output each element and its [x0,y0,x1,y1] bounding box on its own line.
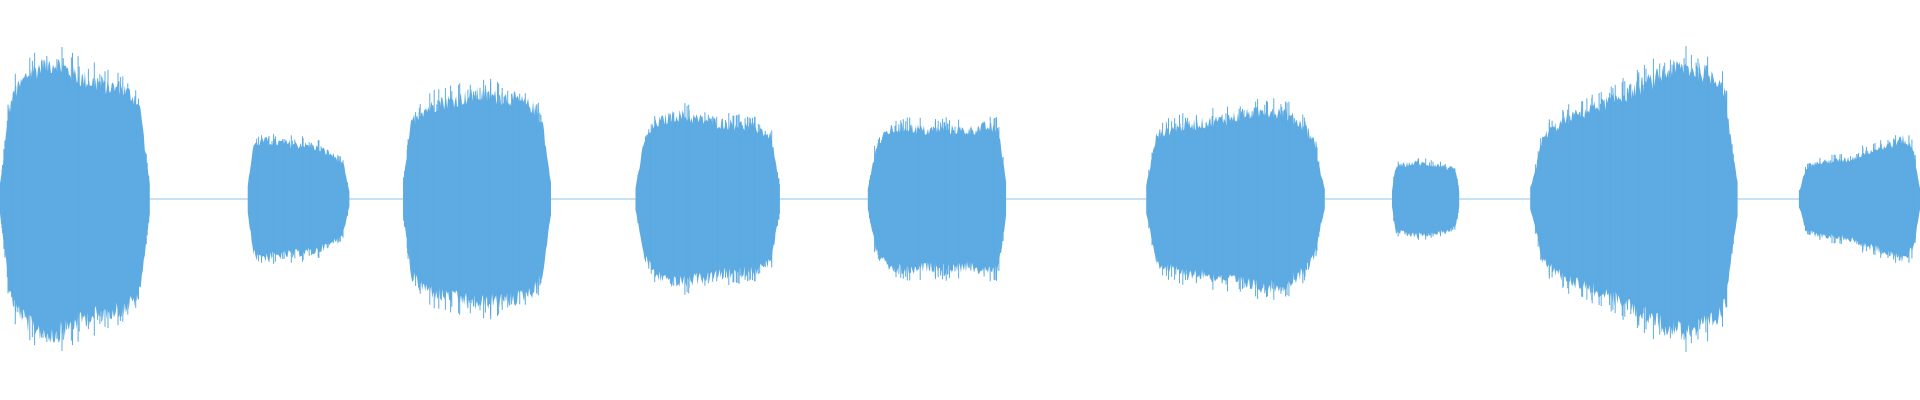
waveform-burst [1392,158,1460,240]
waveform-burst [867,116,1007,282]
waveform-burst [403,78,551,320]
waveform-envelope [403,87,551,310]
waveform-burst [635,103,780,295]
waveform-envelope [0,54,150,344]
waveform-envelope [247,137,350,262]
waveform-burst [1146,98,1325,300]
waveform-envelope [1530,59,1738,341]
waveform-envelope [1146,106,1325,294]
waveform-burst [1798,134,1920,263]
waveform-envelope [635,110,780,287]
waveform-burst [247,134,350,264]
waveform-burst [1530,46,1738,352]
waveform-layer [0,46,1920,352]
waveform-envelope [867,122,1007,275]
waveform-burst [0,47,150,351]
